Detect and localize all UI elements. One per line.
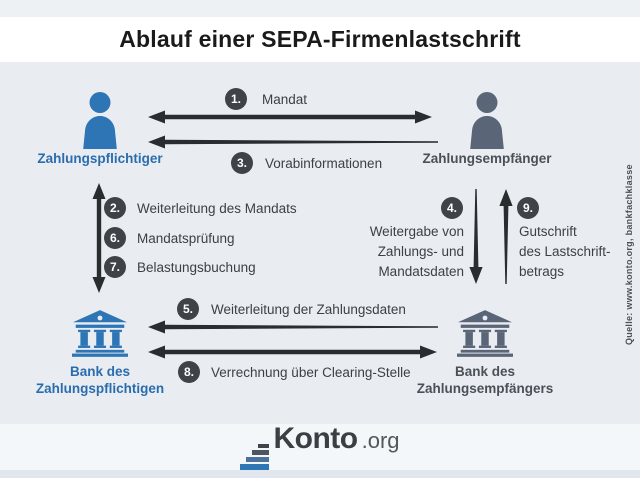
payee-bank-label-line2: Zahlungsempfängers [416,381,554,396]
vorabinformationen-left-arrow [148,135,438,149]
bottom-strip [0,470,640,478]
step-9-label-line2: des Lastschrift- [519,244,611,259]
payee-label: Zahlungsempfänger [422,151,552,166]
step-8-label: Verrechnung über Clearing-Stelle [211,364,411,380]
step-9-label-line1: Gutschrift [519,224,577,239]
payer-label: Zahlungspflichtiger [37,151,163,166]
step-2-label: Weiterleitung des Mandats [137,200,297,216]
step-8-badge: 8. [178,361,200,383]
step-1-badge: 1. [225,88,247,110]
source-note: Quelle: www.konto.org, bankfachklasse [624,164,634,346]
payer-bank-vertical-double-arrow [92,183,106,293]
step-3-badge: 3. [231,152,253,174]
payer-bank-icon [72,310,128,357]
step-7-label: Belastungsbuchung [137,259,256,275]
footer-logo: Konto .org [0,424,640,470]
payee-bank-icon [457,310,513,357]
step-2-badge: 2. [104,197,126,219]
gutschrift-up-arrow [499,189,513,284]
step-9-label-line3: betrags [519,264,565,279]
step-4-label: Weitergabe von Zahlungs- und Mandatsdate… [352,222,464,282]
payee-bank-label-line1: Bank des [454,364,516,379]
step-9-badge: 9. [517,197,539,219]
step-3-label: Vorabinformationen [265,155,383,171]
step-4-label-line3: Mandatsdaten [378,264,464,279]
payer-bank-label-line2: Zahlungspflichtigen [35,381,165,396]
step-4-badge: 4. [441,197,463,219]
mandat-double-arrow [148,110,432,124]
logo-name: Konto [273,422,358,455]
payer-person-icon [83,92,117,149]
weitergabe-down-arrow [469,189,483,284]
konto-logo-icon [240,444,270,470]
page-title: Ablauf einer SEPA-Firmenlastschrift [119,26,521,52]
step-9-label: Gutschrift des Lastschrift- betrags [519,222,611,282]
top-strip [0,0,640,17]
step-4-label-line2: Zahlungs- und [377,244,464,259]
step-6-label: Mandatsprüfung [137,230,235,246]
step-7-badge: 7. [104,256,126,278]
zahlungsdaten-left-arrow [148,320,438,334]
payee-bank-label: Bank des Zahlungsempfängers [395,363,575,397]
logo-tld: .org [361,428,400,453]
diagram-canvas: Zahlungspflichtiger Zahlungsempfänger Ba… [0,62,640,424]
step-5-badge: 5. [177,298,199,320]
step-4-label-line1: Weitergabe von [369,224,464,239]
step-6-badge: 6. [104,227,126,249]
payer-bank-label-line1: Bank des [69,364,131,379]
payer-bank-label: Bank des Zahlungspflichtigen [10,363,190,397]
clearing-double-arrow [148,345,437,359]
step-1-label: Mandat [262,91,308,107]
payee-person-icon [470,92,504,149]
step-5-label: Weiterleitung der Zahlungsdaten [211,301,406,317]
title-band: Ablauf einer SEPA-Firmenlastschrift [0,17,640,62]
